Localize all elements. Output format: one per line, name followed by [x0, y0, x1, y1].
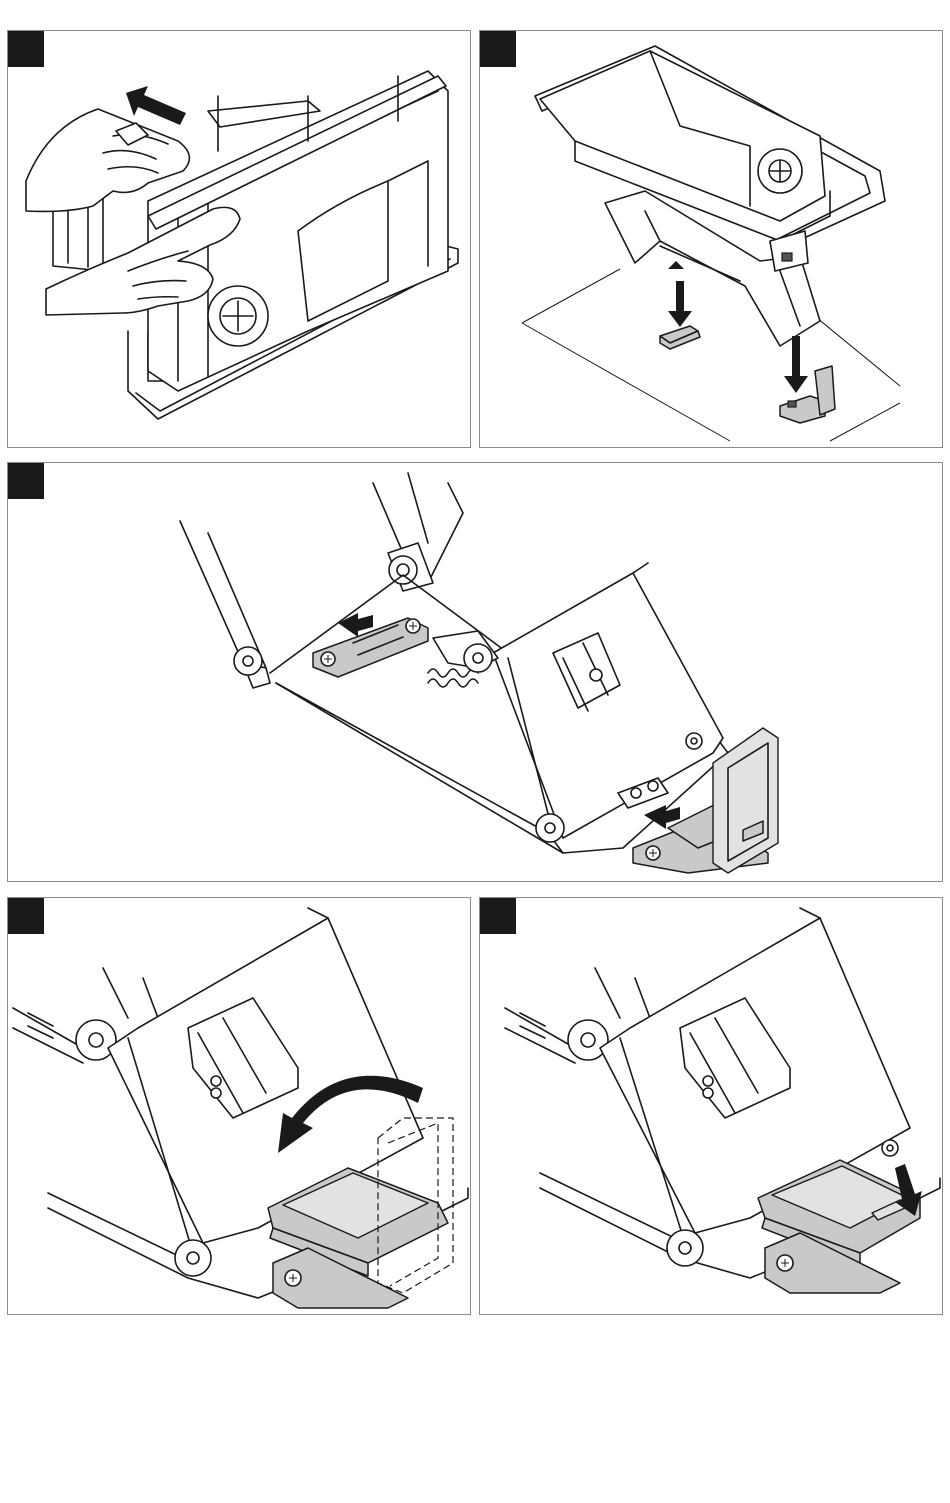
panel-step-5	[479, 897, 943, 1315]
illustration-hinge-bracket-detail	[8, 463, 943, 882]
illustration-tray-with-brackets	[480, 31, 943, 448]
panel-step-2	[479, 30, 943, 448]
illustration-hands-pulling-tray	[8, 31, 471, 448]
illustration-cover-press-down	[480, 898, 943, 1315]
panel-step-1	[7, 30, 471, 448]
illustration-cover-rotate	[8, 898, 471, 1315]
panel-step-3	[7, 462, 943, 882]
panel-step-4	[7, 897, 471, 1315]
